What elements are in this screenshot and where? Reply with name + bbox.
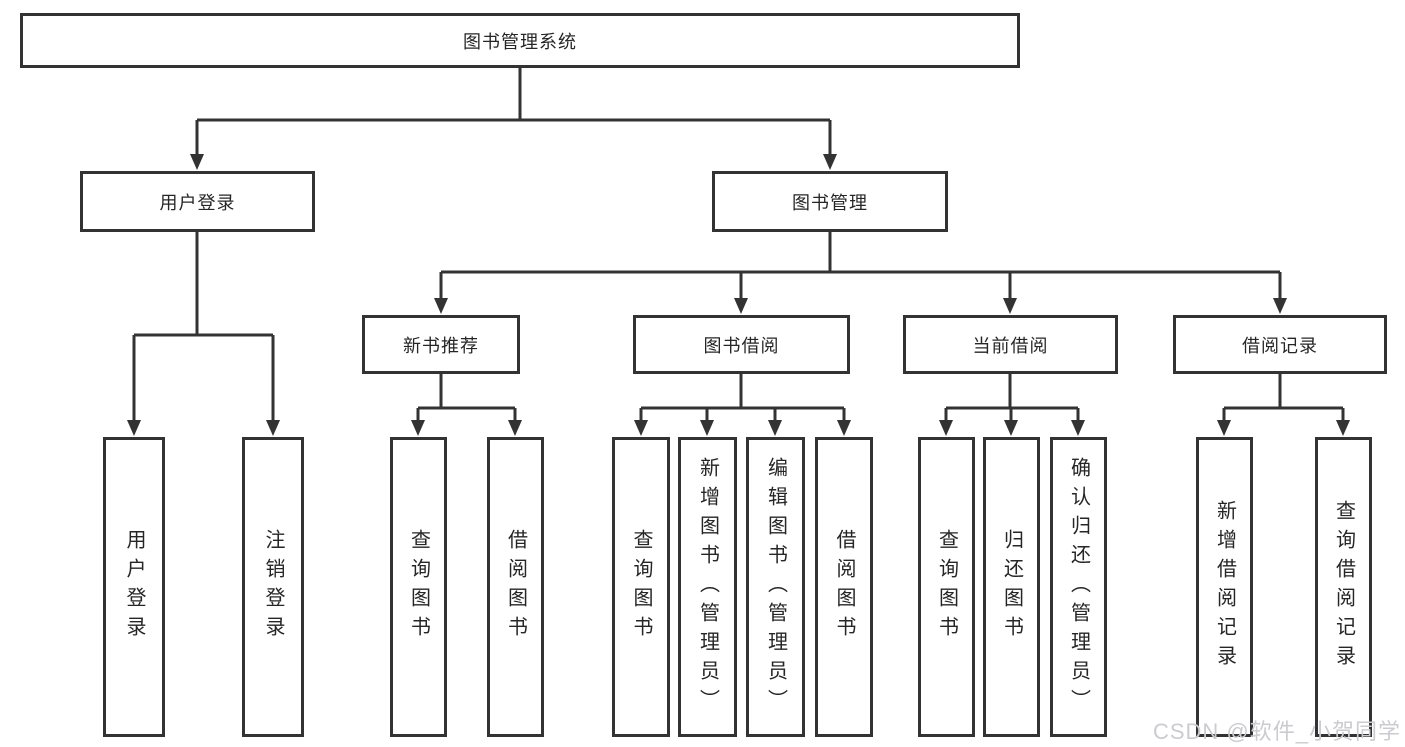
node-user-login: 用户登录 [80,171,315,232]
node-book-management: 图书管理 [712,171,948,232]
node-new-book-recommend: 新书推荐 [362,315,520,374]
leaf-records-query-record: 查询借阅记录 [1315,437,1372,737]
leaf-newbook-borrow-books: 借阅图书 [487,437,544,737]
csdn-watermark: CSDN @软件_小贺同学 [1152,719,1401,744]
node-current-borrow: 当前借阅 [903,315,1118,374]
leaf-logout: 注销登录 [242,437,304,737]
leaf-current-confirm-return-admin: 确认归还（管理员） [1050,437,1107,737]
leaf-borrow-borrow-books: 借阅图书 [815,437,873,737]
node-root-system: 图书管理系统 [20,13,1020,68]
leaf-newbook-query-books: 查询图书 [390,437,447,737]
leaf-user-login: 用户登录 [103,437,165,737]
leaf-current-return-books: 归还图书 [983,437,1040,737]
node-borrow-records: 借阅记录 [1173,315,1387,374]
leaf-records-add-record: 新增借阅记录 [1196,437,1253,737]
node-book-borrow: 图书借阅 [633,315,850,374]
leaf-current-query-books: 查询图书 [918,437,975,737]
leaf-borrow-add-book-admin: 新增图书（管理员） [678,437,737,737]
leaf-borrow-query-books: 查询图书 [612,437,670,737]
leaf-borrow-edit-book-admin: 编辑图书（管理员） [746,437,805,737]
